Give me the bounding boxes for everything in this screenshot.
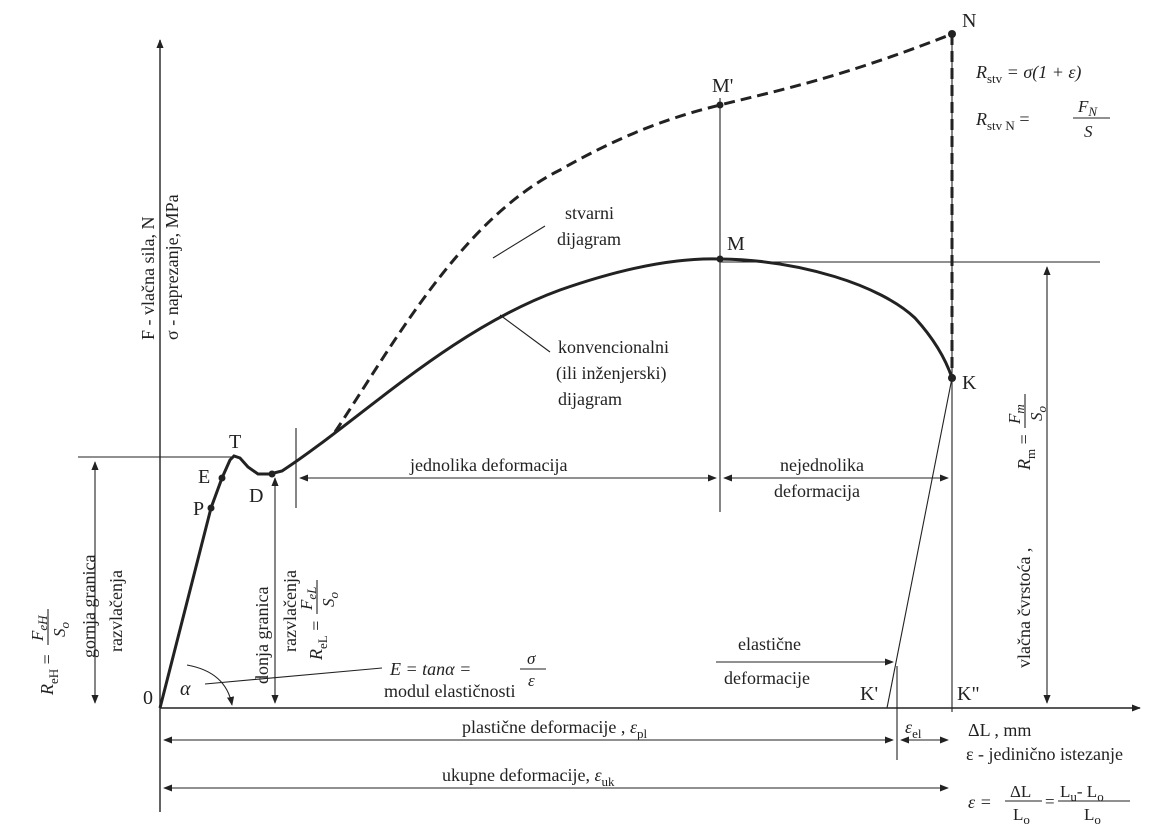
elastic-deformation-label-line2: deformacije bbox=[724, 668, 810, 688]
elastic-deformation-label-line1: elastične bbox=[738, 634, 801, 654]
point-k-marker bbox=[948, 374, 956, 382]
svg-text:Rm =: Rm = bbox=[1014, 434, 1038, 471]
upper-yield-formula: ReH = FeH So bbox=[28, 609, 72, 696]
point-m-prime-marker bbox=[716, 101, 724, 109]
unloading-line bbox=[886, 377, 953, 709]
svg-text:So: So bbox=[319, 592, 341, 608]
nonuniform-label-line2: deformacija bbox=[774, 481, 860, 501]
y-axis-force-label: F - vlačna sila, N bbox=[138, 217, 158, 340]
svg-text:Fm: Fm bbox=[1005, 404, 1027, 425]
true-diagram-label-line2: dijagram bbox=[557, 229, 621, 249]
label-point-k-double-prime: K" bbox=[957, 683, 980, 705]
label-point-k-prime: K' bbox=[860, 683, 878, 705]
point-n-marker bbox=[948, 30, 956, 38]
label-point-m: M bbox=[727, 233, 745, 255]
alpha-angle-arc bbox=[186, 664, 235, 706]
upper-yield-caption-line1: gornja granica bbox=[79, 555, 99, 658]
svg-text:Rstv N =: Rstv N = bbox=[975, 109, 1029, 133]
conventional-curve bbox=[158, 257, 954, 709]
alpha-label: α bbox=[180, 678, 191, 700]
point-d-marker bbox=[268, 470, 276, 478]
lower-yield-caption-line2: razvlačenja bbox=[280, 570, 300, 652]
svg-text:ReL =: ReL = bbox=[306, 621, 330, 661]
true-stress-formulas: Rstv = σ(1 + ε) Rstv N = FN S bbox=[975, 62, 1110, 141]
svg-text:E = tanα =: E = tanα = bbox=[389, 659, 471, 679]
true-diagram-label-line1: stvarni bbox=[565, 203, 614, 223]
tensile-strength-formula: Rm = Fm So bbox=[1005, 394, 1049, 471]
tensile-strength-caption: vlačna čvrstoća , bbox=[1014, 548, 1034, 668]
label-origin: 0 bbox=[143, 687, 153, 709]
plastic-deformation-label: plastične deformacije , εpl bbox=[462, 717, 648, 741]
elastic-strain-label: εel bbox=[905, 717, 922, 741]
svg-text:S: S bbox=[1084, 122, 1093, 141]
label-point-p: P bbox=[193, 498, 204, 520]
true-stress-curve bbox=[333, 32, 953, 433]
label-point-m-prime: M' bbox=[712, 75, 733, 97]
label-point-n: N bbox=[962, 10, 976, 32]
y-axis-stress-label: σ - naprezanje, MPa bbox=[162, 194, 182, 340]
conventional-diagram-leader bbox=[499, 314, 551, 353]
svg-text:Lu- Lo: Lu- Lo bbox=[1060, 782, 1104, 804]
uniform-deformation-label: jednolika deformacija bbox=[409, 455, 567, 475]
modulus-formula: E = tanα = σ ε modul elastičnosti bbox=[384, 649, 546, 701]
strain-description-label: ε - jedinično istezanje bbox=[966, 744, 1123, 764]
svg-text:So: So bbox=[50, 622, 72, 638]
label-point-e: E bbox=[198, 466, 210, 488]
svg-text:=: = bbox=[1045, 792, 1055, 811]
point-m-marker bbox=[716, 255, 724, 263]
x-axis-unit-label: ΔL , mm bbox=[968, 720, 1031, 740]
strain-formula: ε = ΔL Lo = Lu- Lo Lo bbox=[968, 782, 1130, 827]
nonuniform-label-line1: nejednolika bbox=[780, 455, 864, 475]
label-point-k: K bbox=[962, 372, 977, 394]
conventional-label-line1: konvencionalni bbox=[558, 337, 669, 357]
svg-text:FeH: FeH bbox=[28, 615, 50, 642]
svg-text:Lo: Lo bbox=[1013, 805, 1030, 827]
point-e-marker bbox=[218, 474, 226, 482]
svg-text:ReH =: ReH = bbox=[37, 654, 61, 696]
svg-text:σ: σ bbox=[527, 649, 536, 668]
true-diagram-leader bbox=[492, 225, 546, 259]
label-point-d: D bbox=[249, 485, 263, 507]
upper-yield-caption-line2: razvlačenja bbox=[106, 570, 126, 652]
lower-yield-caption-line1: donja granica bbox=[252, 587, 272, 684]
point-p-marker bbox=[207, 504, 215, 512]
modulus-caption: modul elastičnosti bbox=[384, 681, 515, 701]
svg-text:FeL: FeL bbox=[297, 587, 319, 611]
svg-text:ε: ε bbox=[528, 671, 535, 690]
svg-text:FN: FN bbox=[1077, 97, 1098, 119]
conventional-label-line3: dijagram bbox=[558, 389, 622, 409]
svg-text:Rstv = σ(1 + ε): Rstv = σ(1 + ε) bbox=[975, 62, 1081, 86]
modulus-leader bbox=[204, 667, 383, 685]
total-deformation-label: ukupne deformacije, εuk bbox=[442, 765, 615, 789]
svg-text:So: So bbox=[1027, 406, 1049, 422]
label-point-t: T bbox=[229, 431, 241, 453]
lower-yield-formula: ReL = FeL So bbox=[297, 580, 341, 661]
conventional-label-line2: (ili inženjerski) bbox=[556, 363, 666, 384]
svg-text:ε =: ε = bbox=[968, 792, 992, 812]
svg-text:ΔL: ΔL bbox=[1010, 782, 1031, 801]
svg-text:Lo: Lo bbox=[1084, 805, 1101, 827]
